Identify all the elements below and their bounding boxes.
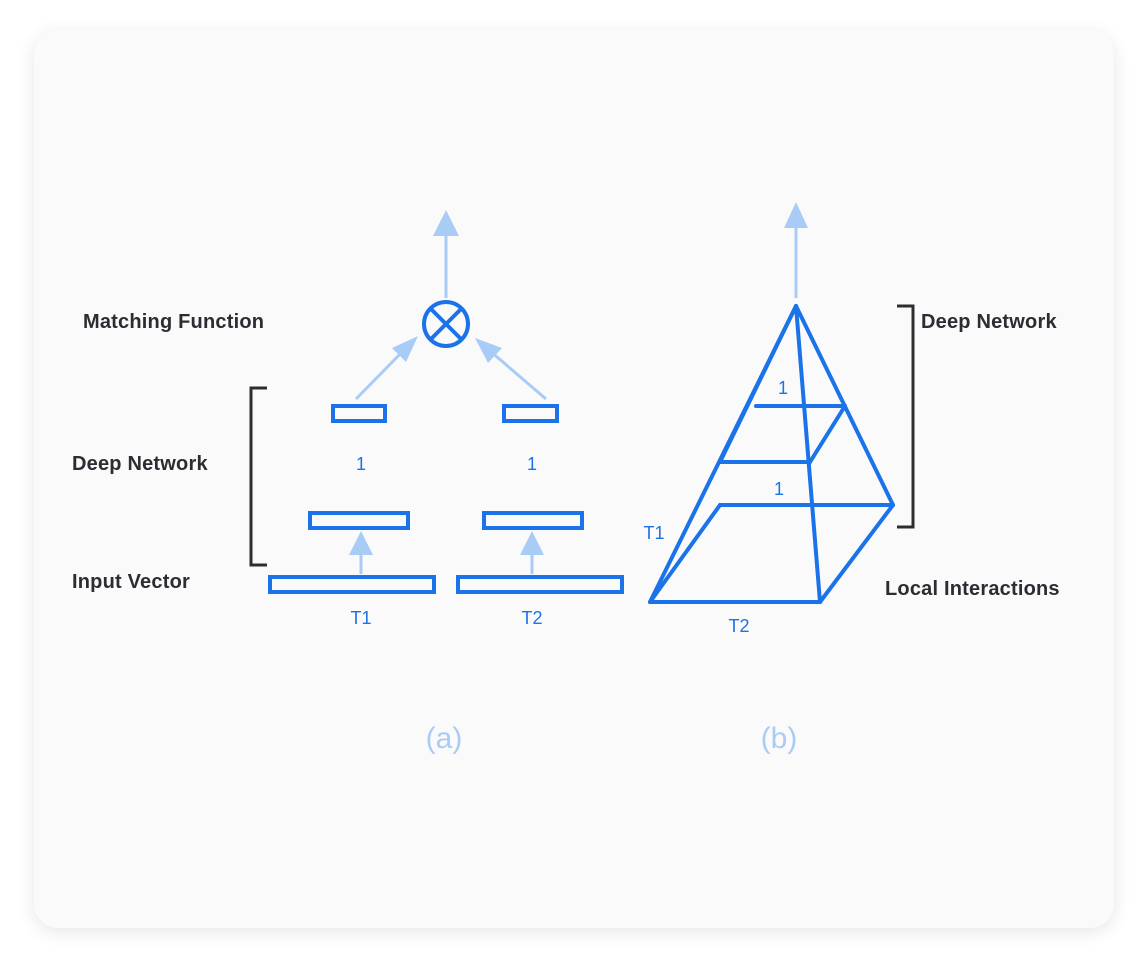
left-input-vector: [268, 575, 436, 594]
panel-b: 1 1 T1 T2 Deep Network Local Interaction…: [643, 202, 1060, 755]
right-input-label: T2: [521, 608, 542, 628]
figure-card: [34, 30, 1114, 928]
pyramid-t2-label: T2: [728, 616, 749, 636]
left-to-match-arrow-shaft: [354, 348, 406, 401]
pyramid-upper-layer-number: 1: [778, 378, 788, 398]
input-vector-label: Input Vector: [72, 571, 190, 593]
left-to-match-arrow-head: [392, 336, 418, 362]
left-top-layer-box: [331, 404, 387, 423]
pyramid-lower-layer-number: 1: [774, 479, 784, 499]
right-to-match-arrow-shaft: [489, 349, 547, 401]
right-top-layer-box: [502, 404, 559, 423]
local-interactions-label: Local Interactions: [885, 578, 1060, 600]
left-layer-number: 1: [356, 454, 366, 474]
deep-network-bracket-a: [249, 386, 267, 567]
caption-a: (a): [426, 722, 463, 755]
panel-a: 1 1 T1 T2 Matching Function Deep Network…: [72, 210, 624, 755]
left-middle-layer-box: [308, 511, 410, 530]
interaction-pyramid: [648, 304, 895, 604]
caption-b: (b): [761, 722, 798, 755]
left-input-label: T1: [350, 608, 371, 628]
right-input-arrow-head: [520, 531, 544, 555]
deep-network-label-a: Deep Network: [72, 453, 208, 475]
deep-network-label-b: Deep Network: [921, 311, 1057, 333]
pyramid-t1-label: T1: [643, 523, 664, 543]
output-arrow-head-b: [784, 202, 808, 228]
matching-function-label: Matching Function: [83, 311, 264, 333]
left-input-arrow-head: [349, 531, 373, 555]
right-input-vector: [456, 575, 624, 594]
right-layer-number: 1: [527, 454, 537, 474]
deep-network-bracket-b: [897, 304, 915, 529]
right-middle-layer-box: [482, 511, 584, 530]
matching-function-icon: [422, 300, 470, 348]
right-to-match-arrow-head: [475, 338, 502, 363]
output-arrow-head-a: [433, 210, 459, 236]
